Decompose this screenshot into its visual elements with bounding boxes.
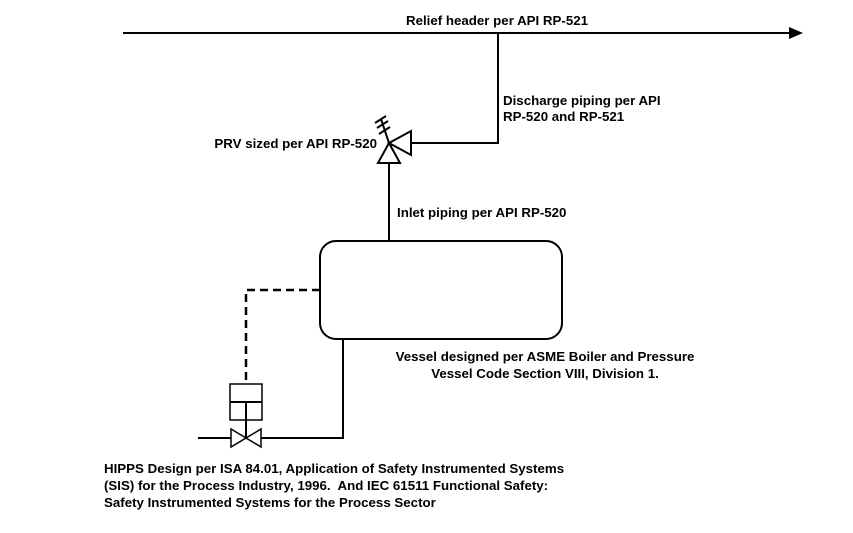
relief-header-arrow-icon <box>789 27 803 39</box>
discharge-piping-label-line2: RP-520 and RP-521 <box>503 109 625 124</box>
prv-valve-icon <box>374 115 412 164</box>
vessel-label-line1: Vessel designed per ASME Boiler and Pres… <box>396 349 695 364</box>
vessel <box>319 240 563 340</box>
hipps-label-line2: (SIS) for the Process Industry, 1996. An… <box>104 478 548 493</box>
vessel-label-line2: Vessel Code Section VIII, Division 1. <box>431 366 659 381</box>
hipps-label-line3: Safety Instrumented Systems for the Proc… <box>104 495 436 510</box>
inlet-piping-label: Inlet piping per API RP-520 <box>397 205 566 220</box>
relief-header-label: Relief header per API RP-521 <box>406 13 589 28</box>
signal-line <box>244 288 320 384</box>
discharge-pipe <box>411 33 499 144</box>
feed-pipe-to-vessel <box>261 339 344 439</box>
hipps-actuator-icon <box>229 383 263 438</box>
hipps-label-line1: HIPPS Design per ISA 84.01, Application … <box>104 461 564 476</box>
prv-label: PRV sized per API RP-520 <box>214 136 377 151</box>
discharge-piping-label-line1: Discharge piping per API <box>503 93 661 108</box>
